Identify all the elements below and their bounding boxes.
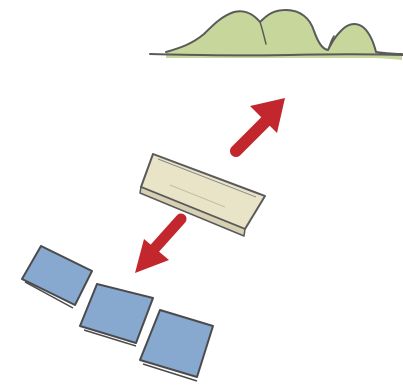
- hills-landscape: [150, 10, 403, 60]
- blue-tile-2: [80, 284, 153, 346]
- arrow-up-right-icon: [236, 98, 285, 151]
- blue-tile-1: [22, 246, 92, 308]
- blue-tile-3: [140, 310, 213, 381]
- middle-slab: [140, 154, 265, 236]
- arrow-down-left-icon: [135, 219, 181, 273]
